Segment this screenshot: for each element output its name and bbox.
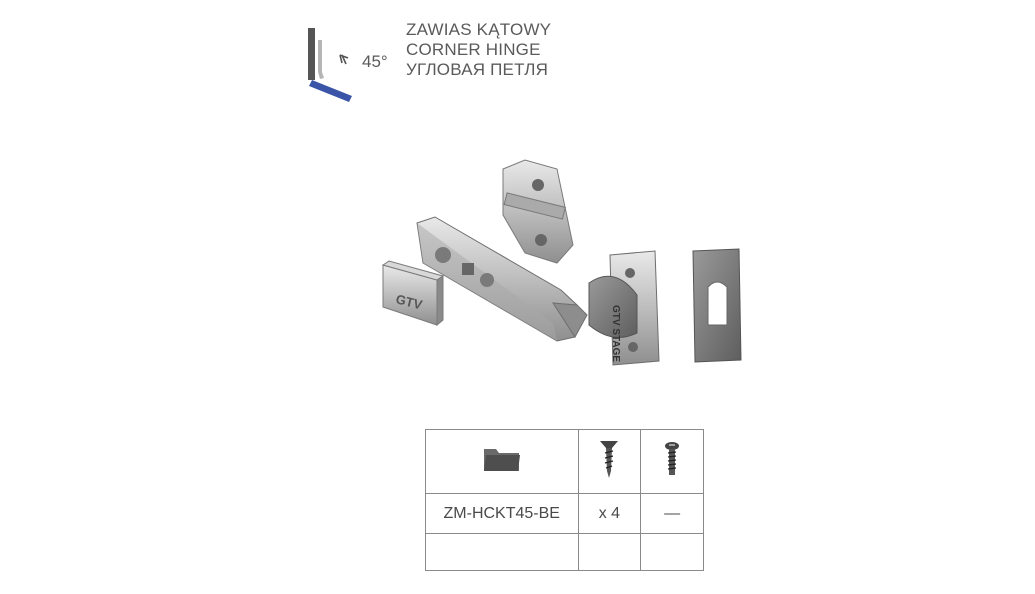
mounting-plate [502, 159, 574, 264]
wood-screw-column-header [577, 429, 642, 494]
empty-cell [425, 533, 579, 571]
door-cover [692, 248, 742, 363]
title-en: CORNER HINGE [406, 40, 541, 59]
wood-screw-count: x 4 [577, 493, 642, 534]
cover-cap: GTV [381, 260, 445, 327]
machine-screw-count: — [640, 493, 704, 534]
table-row: ZM-HCKT45-BE x 4 — [425, 493, 704, 534]
product-code: ZM-HCKT45-BE [425, 493, 579, 534]
hinge-arm [416, 216, 588, 342]
product-title: ZAWIAS KĄTOWY CORNER HINGE УГЛОВАЯ ПЕТЛЯ [406, 20, 551, 80]
machine-screw-column-header [640, 429, 704, 494]
table-row [425, 533, 704, 571]
cup-logo: GTV STAGE [610, 305, 621, 362]
folder-column-header [425, 429, 579, 494]
machine-screw-icon [665, 442, 680, 475]
wood-screw-icon [600, 441, 619, 478]
folder-icon [483, 449, 520, 471]
title-ru: УГЛОВАЯ ПЕТЛЯ [406, 60, 549, 79]
spec-table: ZM-HCKT45-BE x 4 — [425, 429, 704, 571]
empty-cell [577, 533, 642, 571]
empty-cell [640, 533, 704, 571]
title-pl: ZAWIAS KĄTOWY [406, 20, 552, 39]
hinge-illustration: GTV GTV STAGE [381, 159, 742, 366]
angle-label: 45° [362, 52, 388, 71]
cover-cap-logo: GTV [394, 291, 424, 312]
hinge-cup: GTV STAGE [588, 250, 660, 366]
table-header-row [425, 429, 704, 494]
corner-hinge-45-icon [308, 28, 352, 102]
